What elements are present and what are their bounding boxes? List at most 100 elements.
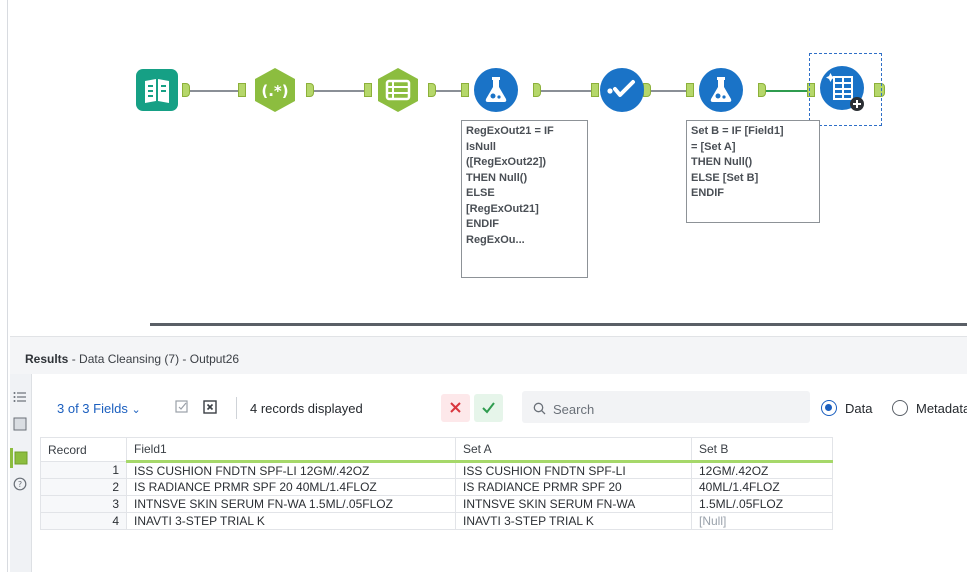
fields-dropdown[interactable]: 3 of 3 Fields ⌄ — [57, 401, 141, 416]
checkbox-icon[interactable] — [174, 399, 190, 415]
apply-check-icon — [482, 402, 495, 414]
field1-cell[interactable]: IS RADIANCE PRMR SPF 20 40ML/1.4FLOZ — [126, 478, 456, 496]
annotation-line: THEN Null() — [466, 171, 528, 184]
output-anchor[interactable] — [182, 83, 190, 97]
formula-flask-icon — [699, 68, 743, 112]
table-view-icon[interactable] — [13, 417, 27, 431]
set-a-cell[interactable]: IS RADIANCE PRMR SPF 20 — [455, 478, 692, 496]
side-active-marker — [10, 448, 13, 468]
connector-1 — [190, 90, 240, 92]
input-anchor[interactable] — [364, 83, 372, 97]
set-a-cell[interactable]: INAVTI 3-STEP TRIAL K — [455, 512, 692, 530]
text-to-columns-icon — [378, 68, 418, 112]
data-view-radio[interactable] — [821, 400, 837, 416]
annotation-line: [RegExOut21] — [466, 202, 539, 215]
field1-cell[interactable]: ISS CUSHION FNDTN SPF-LI 12GM/.42OZ — [126, 461, 456, 479]
column-header-set-a[interactable]: Set A — [455, 437, 692, 463]
formula-annotation-2: Set B = IF [Field1] = [Set A] THEN Null(… — [686, 120, 820, 223]
apply-button[interactable] — [474, 394, 503, 422]
column-header-record[interactable]: Record — [40, 437, 127, 462]
input-anchor[interactable] — [591, 83, 599, 97]
help-circle-icon[interactable]: ? — [13, 477, 27, 491]
metadata-view-label: Metadata — [916, 401, 967, 416]
cancel-x-icon — [450, 402, 461, 413]
set-a-cell[interactable]: INTNSVE SKIN SERUM FN-WA — [455, 495, 692, 513]
column-header-field1[interactable]: Field1 — [126, 437, 456, 463]
search-placeholder: Search — [553, 402, 595, 417]
metadata-view-radio[interactable] — [892, 400, 908, 416]
record-cell[interactable]: 4 — [40, 512, 127, 530]
connector-2 — [313, 90, 367, 92]
regex-tool[interactable]: (.*) — [251, 66, 299, 114]
svg-text:?: ? — [18, 480, 22, 489]
output-anchor[interactable] — [533, 83, 541, 97]
output-anchor[interactable] — [758, 83, 766, 97]
annotation-line: Set B = IF [Field1] — [691, 125, 784, 137]
field1-cell[interactable]: INTNSVE SKIN SERUM FN-WA 1.5ML/.05FLOZ — [126, 495, 456, 513]
clear-filter-icon[interactable] — [202, 399, 218, 415]
side-panel-icon[interactable] — [14, 451, 28, 465]
browse-output-icon — [820, 66, 864, 111]
record-cell[interactable]: 3 — [40, 495, 127, 513]
results-table: Record Field1 Set A Set B 1 ISS CUSHION … — [40, 437, 833, 530]
table-row[interactable]: 3 INTNSVE SKIN SERUM FN-WA 1.5ML/.05FLOZ… — [40, 495, 833, 513]
record-cell[interactable]: 1 — [40, 461, 127, 479]
formula-flask-icon — [474, 68, 518, 112]
input-anchor[interactable] — [461, 83, 469, 97]
output-anchor[interactable] — [306, 83, 314, 97]
regex-icon: (.*) — [255, 68, 295, 112]
chevron-down-icon: ⌄ — [131, 404, 141, 416]
output-anchor[interactable] — [874, 83, 885, 97]
annotation-line: RegExOu... — [466, 233, 525, 246]
input-data-tool[interactable] — [135, 68, 179, 112]
table-row[interactable]: 4 INAVTI 3-STEP TRIAL K INAVTI 3-STEP TR… — [40, 512, 833, 530]
connector-4 — [540, 90, 596, 92]
input-anchor[interactable] — [238, 83, 246, 97]
field1-cell[interactable]: INAVTI 3-STEP TRIAL K — [126, 512, 456, 530]
select-records-icon — [600, 68, 644, 112]
annotation-line: ELSE — [466, 187, 495, 199]
toolbar-separator — [236, 397, 237, 419]
annotation-line: = [Set A] — [691, 140, 736, 153]
set-b-cell[interactable]: 40ML/1.4FLOZ — [691, 478, 833, 496]
selection-box — [809, 53, 882, 126]
column-header-set-b[interactable]: Set B — [691, 437, 833, 463]
results-title-rest: - Data Cleansing (7) - Output26 — [68, 352, 240, 366]
left-edge-border — [0, 0, 8, 572]
results-header — [10, 336, 967, 374]
records-displayed: 4 records displayed — [250, 401, 363, 416]
text-to-columns-tool[interactable] — [374, 66, 422, 114]
results-title: Results - Data Cleansing (7) - Output26 — [25, 352, 239, 366]
cancel-button[interactable] — [441, 394, 470, 422]
annotation-line: ENDIF — [466, 218, 499, 230]
input-data-icon — [136, 69, 178, 111]
annotation-line: THEN Null() — [691, 156, 753, 168]
output-anchor[interactable] — [428, 83, 436, 97]
data-view-label: Data — [845, 401, 873, 416]
search-input[interactable] — [522, 391, 810, 423]
pane-splitter[interactable] — [10, 318, 967, 336]
record-cell[interactable]: 2 — [40, 478, 127, 496]
annotation-line: RegExOut21 = IF — [466, 125, 554, 137]
input-anchor[interactable] — [807, 83, 815, 97]
table-row[interactable]: 1 ISS CUSHION FNDTN SPF-LI 12GM/.42OZ IS… — [40, 461, 833, 479]
annotation-line: ([RegExOut22]) — [466, 156, 547, 168]
table-row[interactable]: 2 IS RADIANCE PRMR SPF 20 40ML/1.4FLOZ I… — [40, 478, 833, 496]
results-title-bold: Results — [25, 352, 69, 366]
connector-5 — [650, 90, 690, 92]
workflow-canvas[interactable]: (.*) — [0, 0, 967, 318]
set-b-cell[interactable]: 12GM/.42OZ — [691, 461, 833, 479]
formula-tool-2[interactable] — [697, 66, 745, 114]
set-b-cell[interactable]: [Null] — [691, 512, 833, 530]
splitter-handle[interactable] — [150, 323, 967, 326]
input-anchor[interactable] — [686, 83, 694, 97]
browse-output-tool[interactable] — [818, 64, 868, 114]
set-a-cell[interactable]: ISS CUSHION FNDTN SPF-LI — [455, 461, 692, 479]
annotation-line: ELSE [Set B] — [691, 171, 759, 184]
search-icon — [533, 402, 546, 415]
connector-3 — [434, 90, 464, 92]
set-b-cell[interactable]: 1.5ML/.05FLOZ — [691, 495, 833, 513]
select-records-tool[interactable] — [598, 66, 646, 114]
formula-tool-1[interactable] — [472, 66, 520, 114]
fields-list-icon[interactable] — [13, 390, 27, 404]
